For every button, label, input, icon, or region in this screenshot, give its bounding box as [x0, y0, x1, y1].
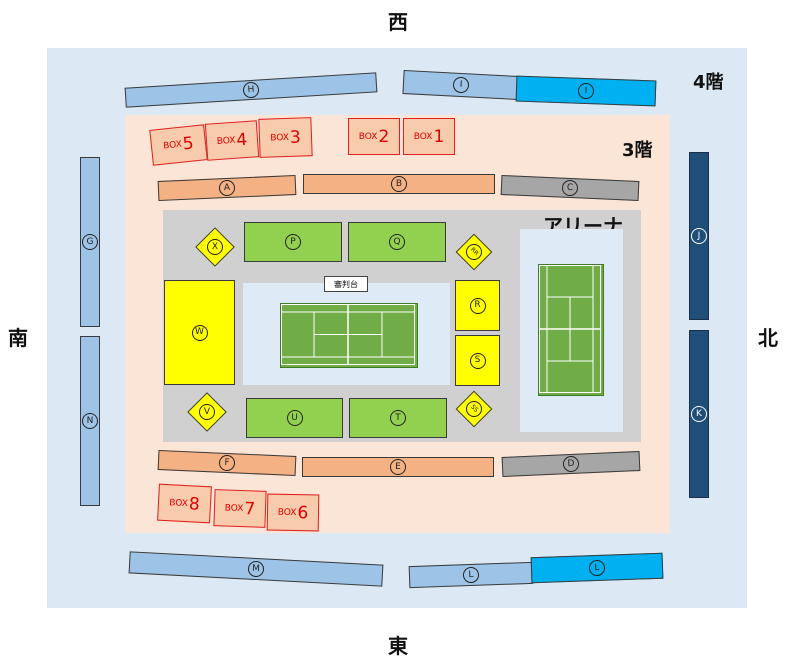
- box-2-prefix: BOX: [358, 131, 378, 142]
- section-t-label: T: [390, 410, 406, 426]
- box-4-number: 4: [235, 129, 248, 151]
- side-court-lines: [539, 265, 601, 393]
- section-e-label: E: [390, 459, 406, 475]
- center-court-lines: [281, 304, 415, 365]
- section-j[interactable]: J: [689, 152, 709, 320]
- section-q[interactable]: Q: [348, 222, 446, 262]
- box-4-prefix: BOX: [216, 135, 236, 147]
- compass-south: 南: [8, 326, 28, 350]
- section-d-label: D: [562, 455, 580, 473]
- section-g[interactable]: G: [80, 157, 100, 327]
- box-3-number: 3: [289, 126, 302, 148]
- section-i-right[interactable]: I: [515, 75, 657, 107]
- box-6-number: 6: [297, 502, 309, 523]
- section-p-label: P: [285, 234, 301, 250]
- compass-west: 西: [388, 10, 408, 34]
- section-w-label: W: [191, 324, 208, 341]
- section-b-label: B: [391, 176, 407, 192]
- section-l-right-label: L: [588, 559, 606, 577]
- section-h-label: H: [242, 81, 260, 99]
- section-a-label: A: [218, 179, 236, 197]
- section-x-label: X: [207, 239, 223, 255]
- section-ss-label: SS: [462, 397, 486, 421]
- section-g-label: G: [82, 234, 98, 250]
- section-q-label: Q: [389, 234, 405, 250]
- box-7-prefix: BOX: [224, 502, 244, 514]
- section-b[interactable]: B: [303, 174, 495, 194]
- box-7-number: 7: [244, 498, 256, 520]
- section-s-label: S: [469, 352, 486, 369]
- section-w[interactable]: W: [164, 280, 235, 385]
- section-l-left-label: L: [462, 566, 480, 584]
- section-k[interactable]: K: [689, 330, 709, 498]
- judge-seat: 審判台: [324, 276, 368, 292]
- section-l-left[interactable]: L: [408, 561, 534, 589]
- box-6-prefix: BOX: [277, 507, 297, 518]
- section-v-label: V: [199, 404, 215, 420]
- floor-3-label: 3階: [622, 140, 653, 161]
- section-s[interactable]: S: [455, 335, 500, 386]
- box-2-number: 2: [378, 126, 390, 147]
- box-8-number: 8: [188, 493, 201, 515]
- section-u-label: U: [286, 410, 303, 426]
- section-n-label: N: [82, 413, 98, 429]
- box-8-prefix: BOX: [168, 497, 189, 509]
- box-5-number: 5: [181, 133, 195, 155]
- box-3-prefix: BOX: [270, 132, 290, 144]
- section-e[interactable]: E: [302, 457, 494, 477]
- box-1-number: 1: [433, 126, 445, 147]
- section-f-label: F: [218, 454, 236, 472]
- floor-4-label: 4階: [693, 72, 724, 93]
- box-1-prefix: BOX: [413, 131, 433, 142]
- compass-north: 北: [758, 326, 778, 350]
- center-court: [280, 303, 418, 368]
- section-n[interactable]: N: [80, 336, 100, 506]
- compass-east: 東: [388, 634, 408, 658]
- box-5-prefix: BOX: [162, 139, 183, 152]
- section-j-label: J: [691, 228, 707, 244]
- side-court: [538, 264, 604, 396]
- section-r[interactable]: R: [455, 280, 500, 331]
- section-i-right-label: I: [577, 82, 595, 100]
- section-i-left-label: I: [452, 76, 470, 94]
- section-k-label: K: [691, 406, 707, 422]
- section-r-label: R: [469, 297, 486, 314]
- section-t[interactable]: T: [349, 398, 447, 438]
- section-p[interactable]: P: [244, 222, 342, 262]
- section-c-label: C: [561, 179, 579, 197]
- section-l-right[interactable]: L: [530, 552, 664, 584]
- section-rr-label: RR: [462, 240, 486, 264]
- section-u[interactable]: U: [246, 398, 343, 438]
- section-m-label: M: [247, 560, 265, 578]
